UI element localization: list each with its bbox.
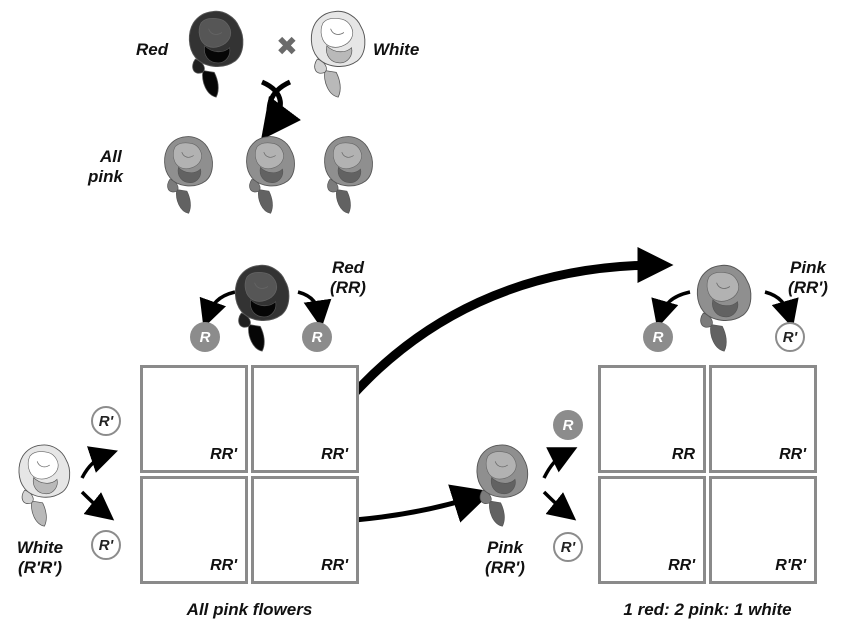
right-square-caption: 1 red: 2 pink: 1 white <box>623 600 792 619</box>
left-cell-3: RR' <box>140 476 248 584</box>
pink-flower-icon <box>690 258 757 353</box>
right-side-allele-2: R' <box>553 532 583 562</box>
left-cell-2: RR' <box>251 365 359 473</box>
left-side-arrow-up <box>80 446 118 479</box>
left-side-parent-genotype: (R'R') <box>18 558 62 577</box>
right-top-parent-genotype: (RR') <box>788 278 828 297</box>
left-side-arrow-down <box>80 490 115 521</box>
left-cell-3-genotype: RR' <box>210 557 237 574</box>
right-top-allele-1: R <box>643 322 673 352</box>
right-cell-2: RR' <box>709 365 817 473</box>
left-top-parent-label: Red <box>331 258 365 277</box>
left-cell-1-genotype: RR' <box>210 446 237 463</box>
pink-flower-icon <box>240 130 300 215</box>
pink-flower-icon <box>470 438 533 528</box>
right-cell-3: RR' <box>598 476 706 584</box>
left-side-parent-label: White <box>16 538 64 557</box>
arrow-to-pink-side-parent <box>354 484 493 523</box>
left-top-arrow-right <box>297 290 332 329</box>
red-flower-icon <box>228 258 295 353</box>
cross-symbol: ✖ <box>276 31 298 61</box>
f1-label-line2: pink <box>88 167 123 186</box>
right-top-allele-2: R' <box>775 322 805 352</box>
right-cell-4: R'R' <box>709 476 817 584</box>
right-top-parent-label: Pink <box>790 258 826 277</box>
left-cell-4: RR' <box>251 476 359 584</box>
left-cell-1: RR' <box>140 365 248 473</box>
right-side-parent-genotype: (RR') <box>485 558 525 577</box>
left-square-caption: All pink flowers <box>186 600 313 619</box>
red-parent-label: Red <box>136 40 169 59</box>
white-flower-icon <box>304 4 371 99</box>
white-flower-icon <box>12 438 75 528</box>
left-cell-2-genotype: RR' <box>321 446 348 463</box>
white-parent-label: White <box>373 40 420 59</box>
red-flower-icon <box>182 4 249 99</box>
cross-down-arrow <box>260 79 301 141</box>
right-cell-1: RR <box>598 365 706 473</box>
right-cell-2-genotype: RR' <box>779 446 806 463</box>
left-top-allele-1: R <box>190 322 220 352</box>
pink-flower-icon <box>318 130 378 215</box>
right-cell-4-genotype: R'R' <box>775 557 806 574</box>
left-cell-4-genotype: RR' <box>321 557 348 574</box>
right-side-allele-1: R <box>553 410 583 440</box>
left-side-allele-1: R' <box>91 406 121 436</box>
f1-label-line1: All <box>100 147 122 166</box>
pink-flower-icon <box>158 130 218 215</box>
right-side-arrow-up <box>542 447 578 479</box>
left-side-allele-2: R' <box>91 530 121 560</box>
right-side-parent-label: Pink <box>487 538 523 557</box>
right-top-arrow-left <box>651 290 691 329</box>
right-cell-3-genotype: RR' <box>668 557 695 574</box>
right-cell-1-genotype: RR <box>671 446 695 463</box>
left-top-parent-genotype: (RR) <box>330 278 366 297</box>
right-side-arrow-down <box>542 490 577 521</box>
left-top-allele-2: R <box>302 322 332 352</box>
